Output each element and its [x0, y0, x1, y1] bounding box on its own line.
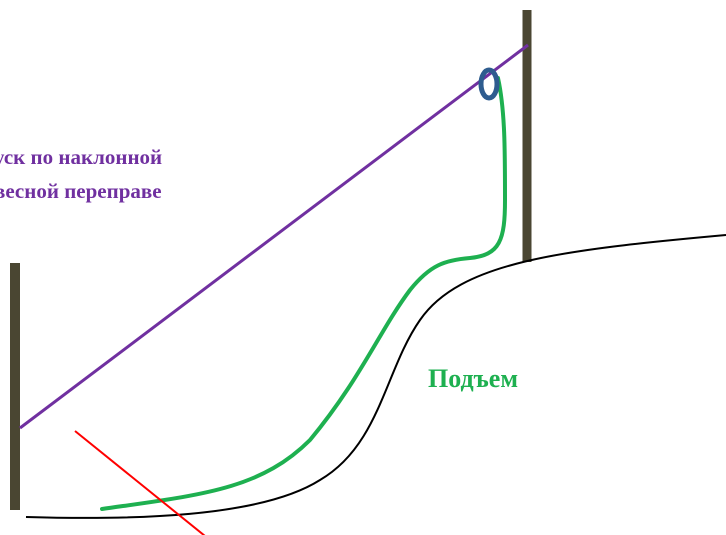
caption-line-2: весной переправе	[0, 179, 162, 203]
red-cross-line	[74, 430, 206, 535]
caption-line-1: уск по наклонной	[0, 145, 163, 169]
inclined-rope	[19, 43, 529, 430]
crossing-caption: уск по наклонной весной переправе	[0, 140, 162, 208]
climb-path	[100, 76, 508, 511]
terrain-profile	[25, 234, 726, 519]
climb-label: Подъем	[428, 364, 519, 393]
carabiner-icon	[478, 67, 500, 101]
